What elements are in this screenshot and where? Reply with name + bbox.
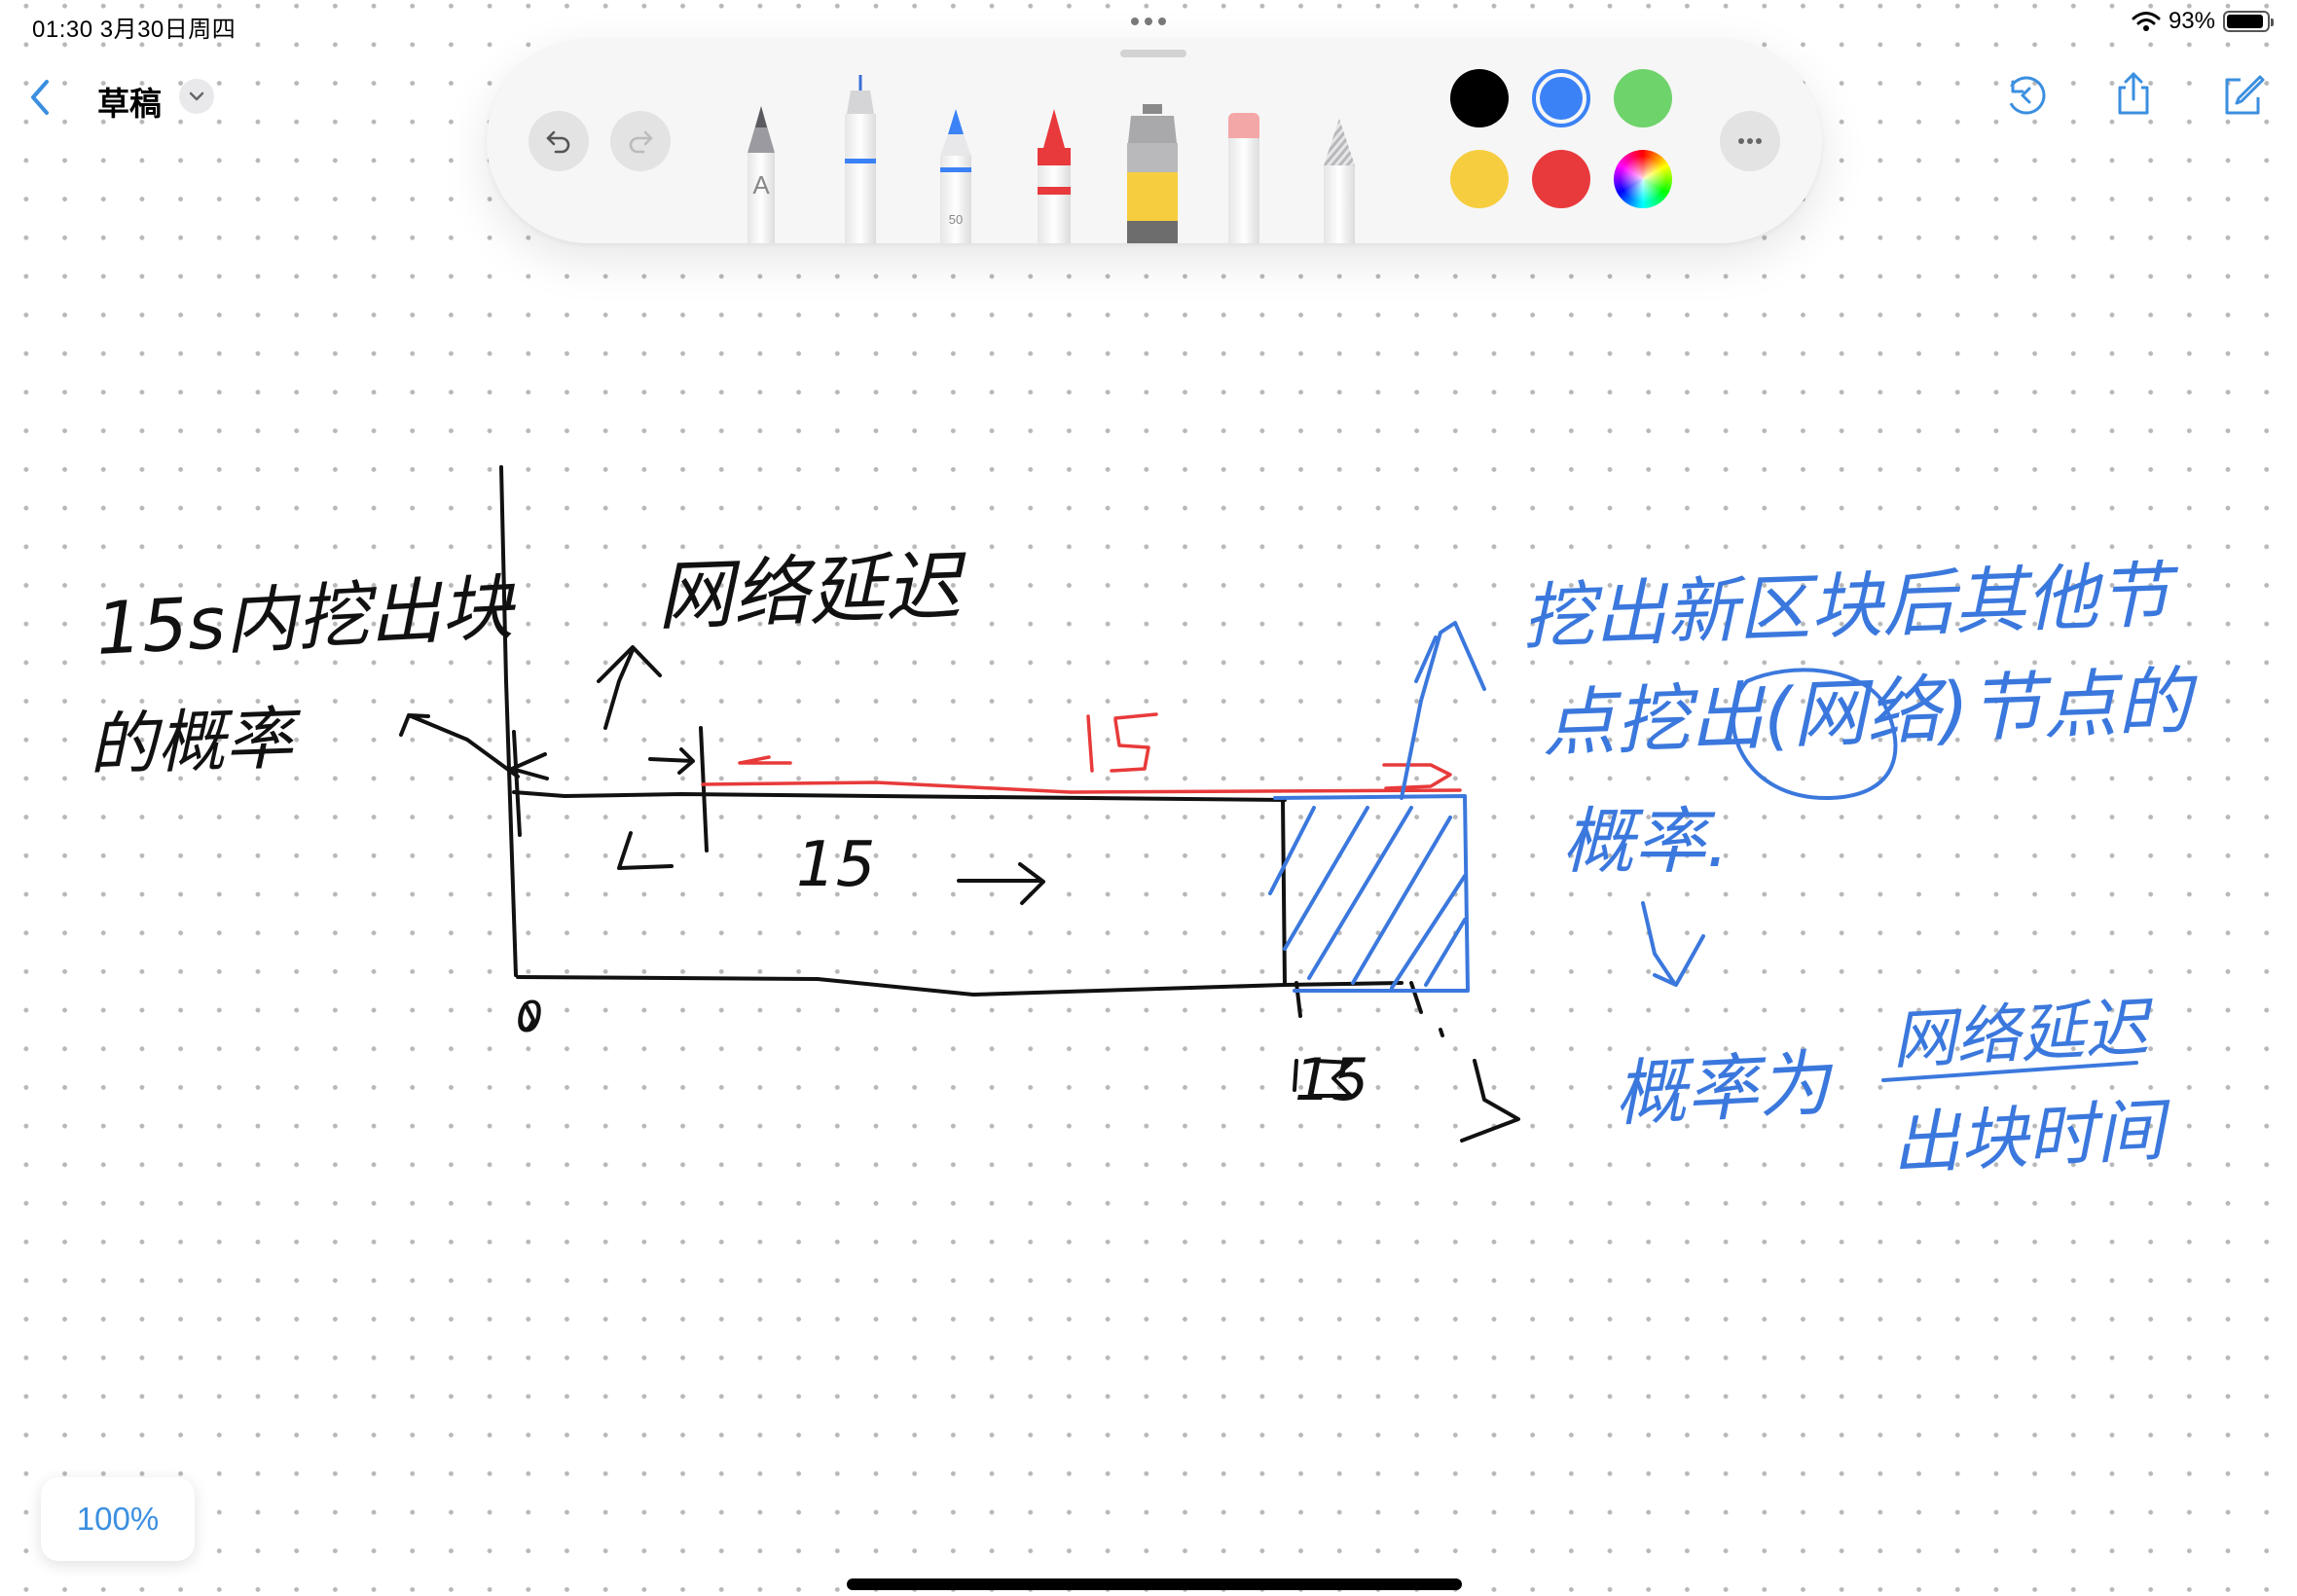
blue-hatch-rect-stroke — [1273, 794, 1470, 993]
hw-fraction-bottom-text: 出块时间 — [1890, 1090, 2174, 1184]
blue-big-arrow-stroke — [1400, 621, 1486, 800]
red-arrow-right-stroke — [1382, 763, 1452, 790]
delta-mark-stroke — [617, 831, 674, 870]
redo-button[interactable] — [610, 111, 671, 171]
share-icon[interactable] — [2110, 70, 2157, 117]
drawing-toolbar: A 50 — [487, 39, 1822, 243]
blue-hatch-lines-stroke — [1268, 806, 1467, 990]
hw-axis-15-text: 15 — [1294, 1046, 1368, 1114]
left-tick-stroke — [512, 730, 522, 837]
color-picker-multicolor[interactable] — [1614, 150, 1672, 208]
blue-down-arrow-stroke — [1641, 901, 1705, 987]
ellipsis-icon — [1738, 138, 1762, 144]
hw-blue-result-text: 概率为 — [1612, 1041, 1836, 1137]
hw-inner-15-text: 15 — [796, 829, 875, 901]
battery-icon — [2223, 11, 2274, 32]
crayon-tool[interactable] — [1032, 109, 1076, 243]
marker-pen-tool[interactable]: 50 — [934, 109, 977, 243]
color-swatch-blue[interactable] — [1532, 69, 1590, 127]
y-axis-stroke — [499, 465, 518, 977]
mark15-scribble-stroke — [1293, 981, 1353, 1098]
hw-left-top-text: 15s内挖出块 — [93, 565, 519, 671]
fineliner-pen-tool[interactable] — [839, 75, 882, 243]
hw-blue-line3-text: 概率. — [1562, 800, 1730, 884]
origin-scribble-stroke — [518, 1002, 535, 1032]
status-right: 93% — [2132, 8, 2274, 35]
arrow-up-stroke — [597, 645, 662, 730]
battery-fill — [2227, 15, 2264, 28]
title-menu-button[interactable] — [179, 79, 214, 114]
pointer-arrow-stroke — [399, 713, 520, 779]
tool-label-50: 50 — [949, 212, 963, 227]
hw-fraction-top-text: 网络延迟 — [1890, 990, 2157, 1078]
hw-blue-line2-text: 点挖出(网络)节点的 — [1541, 657, 2201, 767]
red-arrow-left-stroke — [738, 755, 792, 765]
x-axis-stroke — [516, 975, 1404, 997]
delta-tick-stroke — [699, 726, 709, 852]
color-swatch-yellow[interactable] — [1450, 150, 1509, 208]
axis-tail-stroke — [1409, 981, 1444, 1037]
red-scribble-stroke — [1086, 712, 1158, 773]
more-options-button[interactable] — [1720, 111, 1780, 171]
wifi-icon — [2132, 12, 2161, 31]
hw-origin-text: 0 — [516, 993, 543, 1042]
hw-left-bottom-text: 的概率 — [88, 698, 304, 785]
zoom-level-button[interactable]: 100% — [41, 1477, 195, 1561]
home-indicator[interactable] — [847, 1578, 1462, 1590]
status-time: 01:30 3月30日周四 — [32, 17, 237, 43]
red-timeline-stroke — [701, 780, 1462, 794]
box-right-stroke — [1281, 798, 1287, 987]
box-top-stroke — [512, 790, 1287, 802]
undo-button[interactable] — [529, 111, 589, 171]
chevron-down-icon — [189, 91, 204, 101]
back-chevron-icon[interactable] — [21, 76, 60, 119]
pencil-tool[interactable] — [1316, 119, 1363, 243]
battery-percent: 93% — [2168, 8, 2215, 34]
inner-arrow-stroke — [957, 862, 1045, 905]
s-scribble-stroke — [1460, 1059, 1520, 1143]
redo-icon — [629, 130, 653, 154]
undo-icon — [546, 130, 570, 154]
multitasking-dots[interactable] — [1131, 18, 1166, 25]
color-swatch-green[interactable] — [1614, 69, 1672, 127]
arrow-left-stroke — [510, 747, 695, 780]
compose-icon[interactable] — [2219, 72, 2266, 119]
hw-blue-line1-text: 挖出新区块后其他节 — [1521, 553, 2182, 660]
history-undo-icon[interactable] — [2003, 72, 2050, 119]
hw-network-delay-text: 网络延迟 — [656, 543, 969, 641]
monoline-pen-tool[interactable]: A — [742, 104, 781, 243]
toolbar-grabber[interactable] — [1120, 50, 1186, 57]
document-title[interactable]: 草稿 — [97, 86, 162, 122]
blue-fraction-bar-stroke — [1881, 1061, 2138, 1082]
tool-label-a: A — [752, 170, 770, 200]
eraser-tool[interactable] — [1221, 109, 1267, 243]
color-swatch-red[interactable] — [1532, 150, 1590, 208]
watercolor-tool[interactable] — [1123, 104, 1182, 243]
blue-circle-stroke — [1731, 668, 1898, 801]
color-swatch-black[interactable] — [1450, 69, 1509, 127]
